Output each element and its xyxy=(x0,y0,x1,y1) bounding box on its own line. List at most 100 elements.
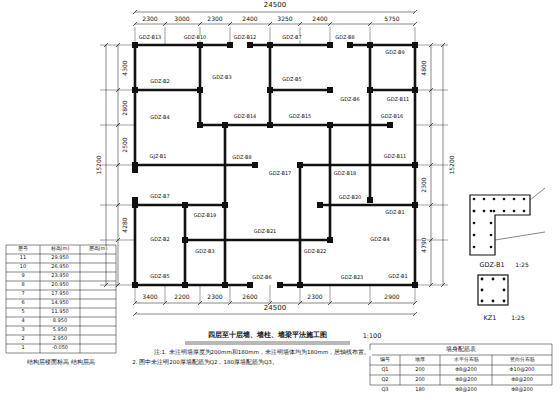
wall-segment xyxy=(300,164,415,167)
rebar-dot xyxy=(493,210,496,213)
dimension-tick xyxy=(198,22,202,26)
wall-column xyxy=(347,42,353,48)
wall-column xyxy=(197,42,203,48)
annotation-text: 墙厚 xyxy=(414,357,426,362)
table-rule xyxy=(370,375,552,376)
dimension-text: 2400 xyxy=(241,16,258,22)
dimension-tick xyxy=(228,301,232,305)
table-rule xyxy=(6,254,116,255)
annotation-text: 水平分布筋 xyxy=(453,357,480,362)
wall-segment xyxy=(320,204,415,207)
member-label: GDZ-B1 xyxy=(478,262,505,269)
wall-segment xyxy=(370,89,415,92)
table-rule xyxy=(6,317,116,318)
dimension-text: 3000 xyxy=(173,16,190,22)
wall-column xyxy=(277,282,283,288)
dimension-line xyxy=(135,303,415,304)
dimension-tick xyxy=(116,123,120,127)
wall-segment xyxy=(135,204,225,207)
wall-column xyxy=(387,122,393,128)
member-label: GDZ-B17 xyxy=(268,171,292,176)
wall-column xyxy=(327,122,333,128)
table-rule xyxy=(370,344,552,345)
member-label: GDZ-B4 xyxy=(369,237,390,242)
dimension-text: -0.050 xyxy=(51,345,69,350)
rebar-dot xyxy=(513,198,516,201)
dimension-text: 2.950 xyxy=(52,336,68,341)
wall-segment xyxy=(269,45,272,125)
wall-segment xyxy=(329,125,332,240)
member-label: GDZ-B2 xyxy=(149,237,170,242)
wall-segment xyxy=(135,164,255,167)
annotation-text: Q3 xyxy=(380,387,389,392)
dimension-tick xyxy=(133,301,137,305)
dimension-tick xyxy=(429,163,433,167)
rebar-dot xyxy=(483,198,486,201)
member-label: GDZ-B19 xyxy=(193,213,217,218)
dimension-text: 1 xyxy=(20,345,25,350)
column-detail xyxy=(470,188,545,255)
wall-column xyxy=(132,42,138,48)
dimension-text: 2600 xyxy=(241,294,258,300)
wall-column xyxy=(222,202,228,208)
wall-table xyxy=(370,344,552,385)
wall-column xyxy=(327,237,333,243)
dimension-line xyxy=(135,12,415,13)
wall-column xyxy=(132,162,138,168)
wall-column xyxy=(297,162,303,168)
wall-segment xyxy=(199,45,202,125)
rebar-dot xyxy=(473,246,476,249)
rebar-dot xyxy=(503,289,506,292)
wall-column xyxy=(222,122,228,128)
member-label: GDZ-B1 xyxy=(387,274,408,279)
wall-segment xyxy=(135,284,250,287)
dimension-text: 2300 xyxy=(421,176,427,193)
member-label: GDZ-B4 xyxy=(149,115,170,120)
wall-column xyxy=(182,202,188,208)
dimension-tick xyxy=(368,22,372,26)
table-rule xyxy=(370,365,552,366)
dimension-text: 14.950 xyxy=(50,300,70,305)
table-rule xyxy=(6,353,116,354)
annotation-text: 层号 xyxy=(17,246,29,251)
wall-column xyxy=(132,282,138,288)
dimension-tick xyxy=(429,123,433,127)
wall-column xyxy=(327,237,333,243)
dimension-tick xyxy=(104,283,108,287)
table-rule xyxy=(552,355,553,385)
dimension-text: 2300 xyxy=(206,294,223,300)
axis-line xyxy=(165,27,166,45)
wall-column xyxy=(412,202,418,208)
dimension-text: 4800 xyxy=(421,59,427,76)
rebar-dot xyxy=(490,246,493,249)
member-label: GDZ-B14 xyxy=(233,114,257,119)
axis-line xyxy=(330,285,331,302)
annotation-text: 竖向分布筋 xyxy=(509,357,536,362)
dimension-text: 8.950 xyxy=(52,318,68,323)
table-rule xyxy=(6,290,116,291)
annotation-text: 层高(m) xyxy=(88,246,109,251)
axis-line xyxy=(370,285,371,302)
wall-column xyxy=(197,87,203,93)
wall-segment xyxy=(135,44,230,47)
table-rule xyxy=(370,355,371,385)
table-rule xyxy=(370,385,552,386)
rebar-dot xyxy=(503,210,506,213)
dimension-tick xyxy=(116,283,120,287)
dimension-text: 23.950 xyxy=(50,273,70,278)
wall-segment xyxy=(270,89,330,92)
table-rule xyxy=(6,344,116,345)
dimension-line xyxy=(135,24,415,25)
dimension-tick xyxy=(116,163,120,167)
rebar-dot xyxy=(473,210,476,213)
wall-column xyxy=(267,122,273,128)
table-rule xyxy=(492,355,493,385)
wall-column xyxy=(297,162,303,168)
wall-column xyxy=(197,122,203,128)
wall-column xyxy=(412,282,418,288)
member-label: GJZ-B1 xyxy=(149,154,168,159)
dimension-tick xyxy=(413,301,417,305)
detail-outline xyxy=(478,275,508,305)
dimension-text: 4790 xyxy=(421,236,427,253)
wall-column xyxy=(247,282,253,288)
